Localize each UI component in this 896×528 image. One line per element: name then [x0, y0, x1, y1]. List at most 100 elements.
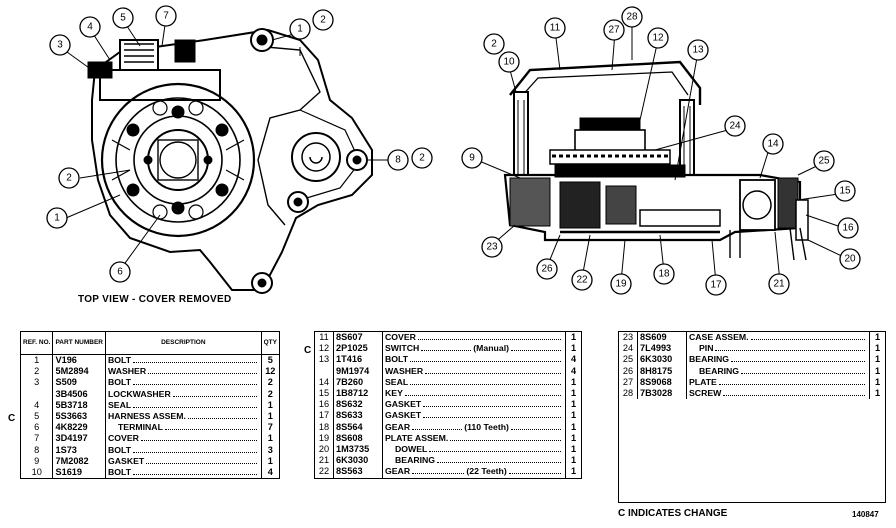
description-note: (Manual): [473, 343, 509, 354]
callout-2: 2: [58, 167, 80, 189]
part-number-cell: 7L4993: [637, 343, 687, 355]
qty-cell: 1: [570, 455, 577, 466]
qty-cell: 7: [267, 422, 273, 433]
ref-cell: 18: [315, 421, 334, 433]
callout-label: 4: [87, 22, 93, 33]
ref-cell: 4: [21, 399, 54, 412]
description-text: BEARING: [699, 365, 740, 376]
description-cell: GASKET: [382, 410, 566, 422]
callout-label: 26: [541, 264, 553, 275]
qty-cell: 1: [570, 332, 577, 342]
callout-13: 13: [687, 39, 709, 61]
description-cell: BEARING: [382, 455, 566, 467]
callout-label: 2: [419, 153, 425, 164]
description-text: GASKET: [385, 399, 422, 410]
part-number-cell: 7M2082: [52, 455, 106, 468]
callout-label: 18: [658, 269, 670, 280]
callout-label: 15: [839, 186, 851, 197]
callout-9: 9: [461, 147, 483, 169]
part-number-cell: 4K8229: [52, 422, 106, 434]
description-cell: BOLT: [105, 354, 262, 367]
part-number-cell: 6K3030: [637, 354, 687, 366]
qty-cell: 1: [874, 343, 881, 354]
ref-cell: 5: [21, 411, 54, 423]
callout-25: 25: [813, 150, 835, 172]
callout-11: 11: [544, 17, 566, 39]
part-number-cell: 8S632: [333, 399, 383, 411]
description-text: GASKET: [385, 410, 422, 421]
part-number-cell: 1T416: [333, 354, 383, 366]
description-text: HARNESS ASSEM.: [108, 411, 186, 422]
description-cell: SEAL: [105, 399, 262, 412]
description-cell: WASHER: [382, 365, 566, 377]
ref-cell: 6: [21, 422, 54, 434]
part-number-cell: 8S608: [333, 432, 383, 445]
qty-cell: 1: [874, 365, 881, 376]
callout-label: 21: [773, 279, 785, 290]
part-number-cell: 7B260: [333, 376, 383, 389]
callout-label: 28: [626, 12, 638, 23]
part-number-cell: 5B3718: [52, 399, 106, 412]
part-number-cell: 8S564: [333, 421, 383, 433]
ref-cell: 1: [21, 354, 54, 367]
qty-cell: 4: [570, 354, 577, 365]
callout-20: 20: [839, 248, 861, 270]
description-cell: GEAR(22 Teeth): [382, 466, 566, 478]
ref-cell: 8: [21, 444, 54, 456]
change-mark-a: C: [8, 413, 16, 424]
description-text: SWITCH: [385, 343, 420, 354]
callout-label: 16: [842, 223, 854, 234]
description-cell: BOLT: [105, 467, 262, 479]
part-number-cell: 1B8712: [333, 388, 383, 400]
ref-cell: 27: [619, 376, 638, 389]
description-cell: GASKET: [382, 399, 566, 411]
ref-cell: 21: [315, 455, 334, 467]
callout-label: 12: [652, 33, 664, 44]
part-number-cell: 8S563: [333, 466, 383, 478]
callout-label: 7: [163, 11, 169, 22]
qty-cell: 1: [570, 376, 577, 387]
callout-label: 10: [503, 57, 515, 68]
qty-cell: 1: [570, 466, 577, 477]
callout-label: 11: [550, 23, 561, 34]
callout-label: 1: [297, 24, 303, 35]
callout-label: 2: [66, 173, 72, 184]
ref-cell: 22: [315, 466, 334, 478]
ref-cell: 19: [315, 432, 334, 445]
ref-cell: 25: [619, 354, 638, 366]
description-cell: BOLT: [105, 377, 262, 389]
description-text: COVER: [108, 433, 139, 444]
part-number-cell: 8S9068: [637, 376, 687, 389]
callout-28: 28: [621, 6, 643, 28]
callout-label: 27: [608, 25, 620, 36]
callout-label: 2: [320, 15, 326, 26]
callout-2: 2: [411, 147, 433, 169]
qty-cell: 12: [265, 366, 276, 377]
description-note: (22 Teeth): [466, 466, 507, 477]
part-number-cell: 9M1974: [333, 365, 383, 377]
callout-label: 2: [491, 39, 497, 50]
part-number-cell: 2P1025: [333, 343, 383, 355]
description-cell: PLATE ASSEM.: [382, 432, 566, 445]
header-part: PART NUMBER: [52, 332, 106, 355]
callout-label: 5: [120, 13, 126, 24]
ref-cell: 7: [21, 433, 54, 445]
qty-cell: 3: [267, 444, 273, 455]
callout-label: 20: [844, 254, 856, 265]
callout-label: 13: [692, 45, 704, 56]
